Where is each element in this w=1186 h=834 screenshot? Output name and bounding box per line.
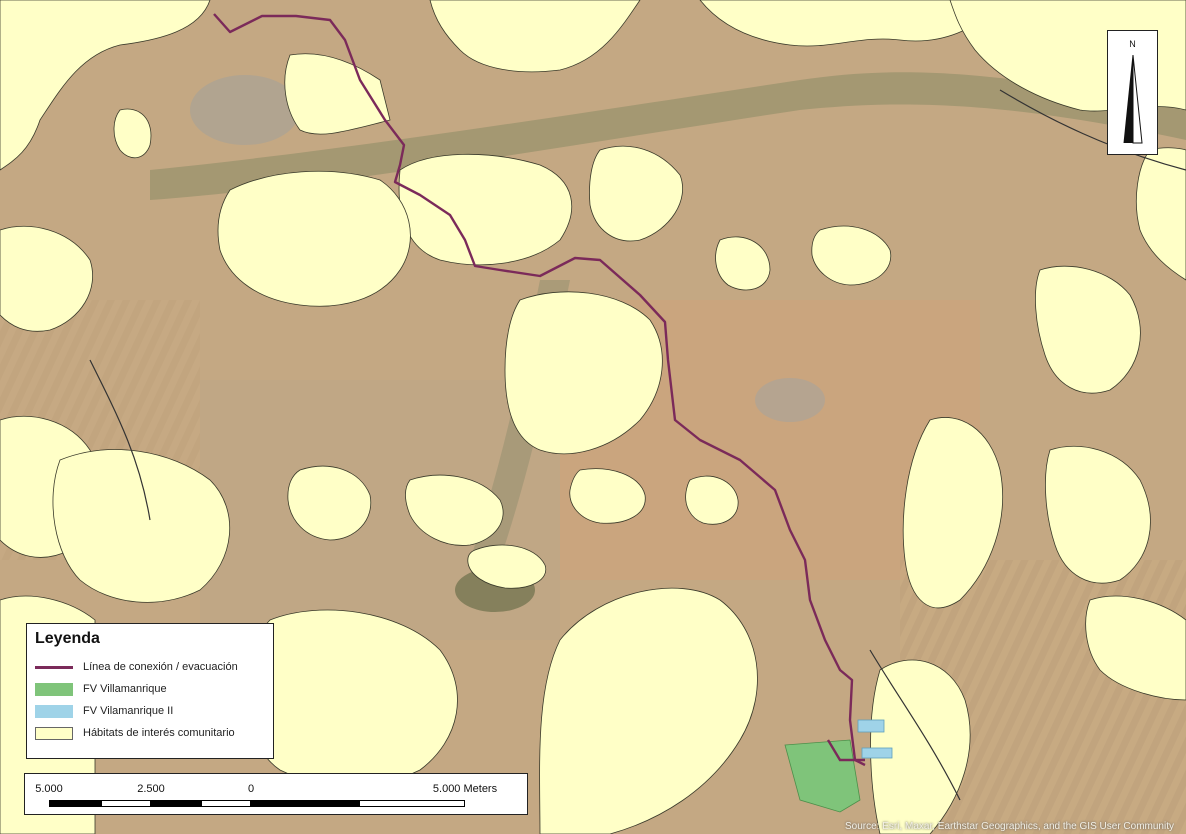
legend-label: FV Vilamanrique II — [83, 705, 174, 717]
legend-swatch — [35, 682, 73, 696]
legend-label: Línea de conexión / evacuación — [83, 661, 238, 673]
legend-title: Leyenda — [35, 630, 100, 647]
scale-segment — [151, 800, 201, 807]
scale-label: 5.000 Meters — [432, 783, 498, 795]
north-arrow-label: N — [1129, 39, 1136, 49]
scale-bar: 5.000 2.500 0 5.000 Meters — [24, 773, 528, 815]
legend-item-connection-line: Línea de conexión / evacuación — [35, 656, 265, 678]
fv-vilamanrique-ii-polygon — [857, 719, 885, 733]
roads — [89, 89, 1186, 801]
town-area — [755, 378, 825, 422]
north-arrow: N — [1107, 30, 1158, 155]
scale-label: 0 — [247, 783, 255, 795]
scale-segment — [101, 800, 151, 807]
fv-villamanrique-polygon — [784, 739, 861, 813]
legend-item-habitats: Hábitats de interés comunitario — [35, 722, 265, 744]
connection-line-spur — [826, 739, 865, 762]
scale-segment — [359, 800, 465, 807]
legend-label: Hábitats de interés comunitario — [83, 727, 235, 739]
attribution-text: Source: Esri, Maxar, Earthstar Geographi… — [844, 821, 1174, 832]
legend-item-fv-vilamanrique-ii: FV Vilamanrique II — [35, 700, 265, 722]
scale-segment — [251, 800, 359, 807]
scale-segment — [49, 800, 101, 807]
legend-item-fv-villamanrique: FV Villamanrique — [35, 678, 265, 700]
scale-segment — [201, 800, 251, 807]
legend-label: FV Villamanrique — [83, 683, 167, 695]
scale-label: 2.500 — [137, 783, 165, 795]
fv-vilamanrique-ii-polygon — [861, 747, 893, 759]
north-arrow-icon — [1123, 54, 1143, 144]
legend-swatch — [35, 665, 73, 669]
connection-line — [213, 13, 866, 767]
legend-swatch — [35, 704, 73, 718]
legend: Leyenda Línea de conexión / evacuación F… — [26, 623, 274, 759]
legend-swatch — [35, 726, 73, 740]
town-area — [190, 75, 300, 145]
scale-label: 5.000 — [35, 783, 63, 795]
